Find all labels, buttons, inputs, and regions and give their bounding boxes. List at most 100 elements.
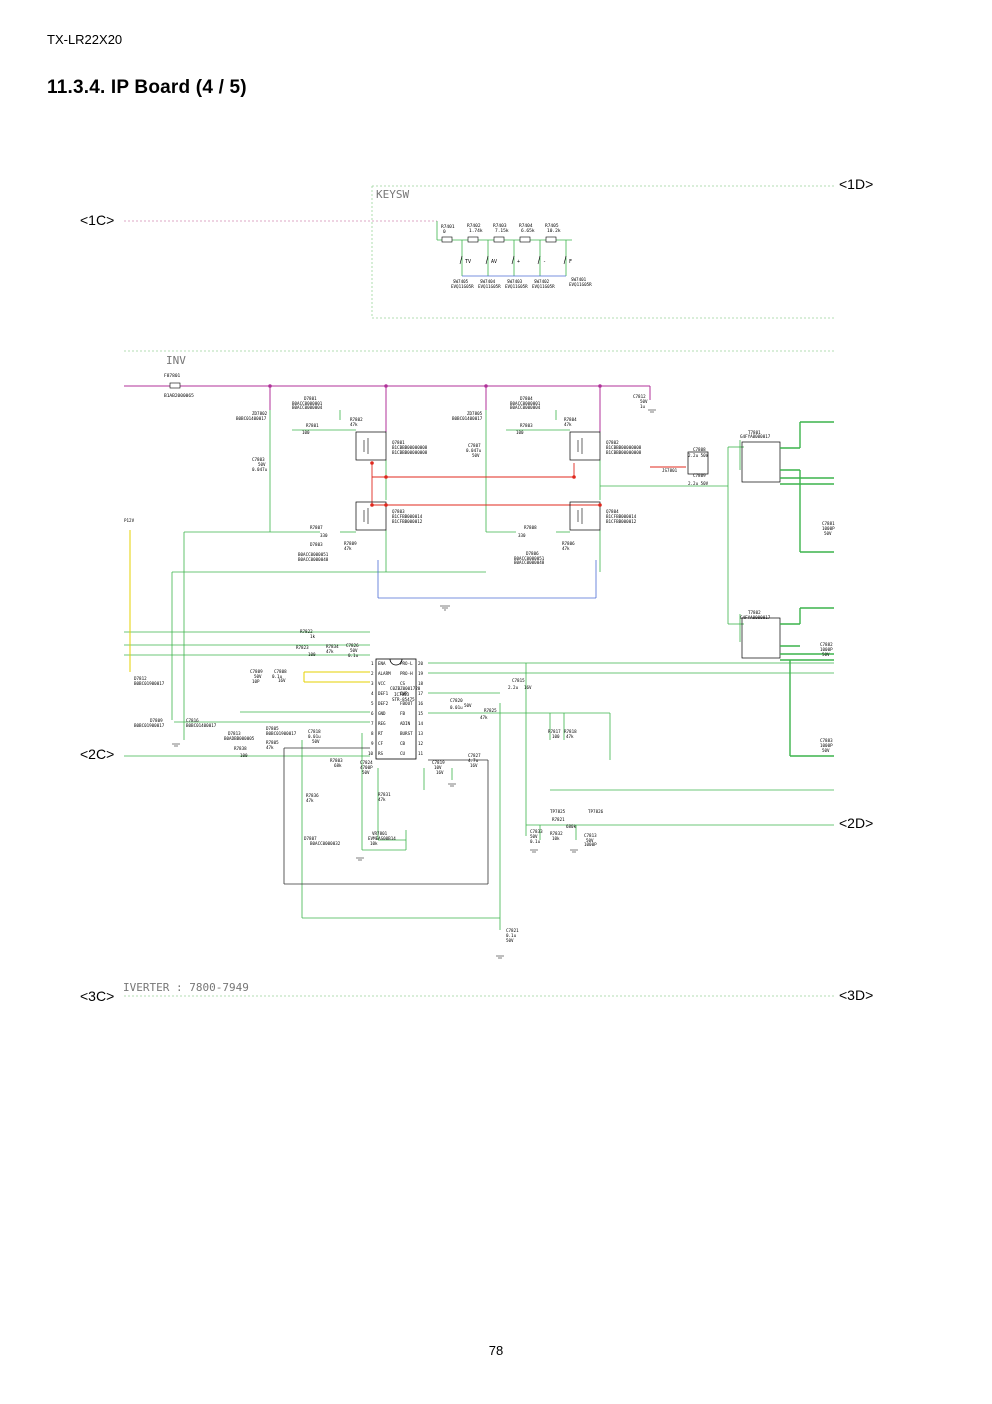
zone-marker-3d: <3D> [839,987,874,1003]
zone-marker-1c: <1C> [80,212,115,228]
r7803b-value: 68k [334,763,342,768]
sw7403-part: EVQ11G05R [505,284,528,289]
r7402-ref: R7402 [467,223,481,229]
switch-label-tv: TV [465,259,471,265]
c7813-value2: 50V [586,838,594,843]
js7801-ref: JS7801 [662,468,678,473]
c7833-ref: C7833 [530,829,543,834]
switch-label-minus: - [543,259,546,265]
page-title: 11.3.4. IP Board (4 / 5) [47,77,247,98]
r7803b-ref: R7803 [330,758,343,763]
sw7402-ref: SW7402 [534,279,550,284]
q7804-box [569,501,601,531]
q7804-part1: B1CFBB000014 [606,514,637,519]
r7817-value: 100 [552,734,560,739]
r7821-ref: R7821 [552,817,565,822]
r7804-ref: R7804 [564,417,577,422]
r7803-ref: R7803 [520,423,533,428]
zd7802-part: B0BC01400017 [236,416,267,421]
q7802-ref: Q7802 [606,440,619,445]
r7838-value: 100 [240,753,248,758]
c7827-value2: 16V [470,763,478,768]
r7809-value: 47k [344,546,352,551]
r7834-ref: R7834 [326,644,339,649]
tp7826-ref: TP7826 [588,809,604,814]
c7808-value: 2.2u 50V [688,453,709,458]
c7826-ref: C7826 [346,643,359,648]
q7803-part1: B1CFBB000014 [392,514,423,519]
c7883-ref: C7883 [820,738,833,743]
tp7825-ref: TP7825 [550,809,566,814]
sw7404-ref: SW7404 [480,279,496,284]
r7832-value: 10k [552,836,560,841]
ic-pin19: PRO-H [400,671,413,676]
c7807-value2: 50V [472,453,480,458]
q7803-box [355,501,387,531]
d7804-ref: D7804 [520,396,533,401]
r7805-value: 47k [266,745,274,750]
c7824-value: 4700P [360,765,373,770]
keysw-label: KEYSW [376,188,409,201]
d7803-part2: B0ACC0000048 [298,557,329,562]
d7803-part1: B0ACC0000051 [298,552,329,557]
ic-pin14: ADIN [400,721,411,726]
c7881-value2: 50V [824,531,832,536]
ic-num5: 5 [371,701,374,706]
sw7404-part: EVQ11G05R [478,284,501,289]
c7818-value2: 50V [312,739,320,744]
ic-num7: 7 [371,721,374,726]
c7882-value2: 50V [822,652,830,657]
zone-marker-3c: <3C> [80,988,115,1004]
fuse-f7801 [169,382,181,389]
r7806-value: 47k [562,546,570,551]
f7801-part: B1AB2000065 [164,393,194,399]
c7815-value2: 16V [524,685,532,690]
ic-pin3: VCC [378,681,386,686]
t7802-box [741,617,781,659]
c7812-value2: 1u [640,404,646,409]
c7824-value2: 50V [362,770,370,775]
c7809-ref: C7809 [693,473,706,478]
ic7803: C0ZBZ0001720 IC7803 STR-85475 ENA ALARM … [368,658,424,760]
c7808-box [687,451,709,475]
r7802-value: 47k [350,422,358,427]
r7405-ref: R7405 [545,223,559,229]
c7826-value2: 0.1u [348,653,359,658]
ic7803-part1: C0ZBZ0001720 [390,686,421,691]
t7801-box [741,441,781,483]
c7821-value2: 50V [506,938,514,943]
c7809b-ref: C7809 [250,669,263,674]
page-number: 78 [488,1343,504,1358]
c7813-ref: C7813 [584,833,597,838]
c7812-ref: C7812 [633,394,646,399]
c7820-ref: C7820 [450,698,463,703]
d7806-ref: D7806 [526,551,539,556]
r7817-ref: R7817 [548,729,561,734]
ic-num2: 2 [371,671,374,676]
r7807-value: 330 [320,533,328,538]
r7808-value: 330 [518,533,526,538]
r7821-value: 680k [566,824,577,829]
r7822-value: 1k [310,634,316,639]
r7838-ref: R7838 [234,746,247,751]
q7804-ref: Q7804 [606,509,619,514]
r7822-ref: R7822 [300,629,313,634]
ic-pin1: ENA [378,661,386,666]
c7819-ref: C7819 [432,760,445,765]
q7804-part2: B1CFBB000012 [606,519,637,524]
ic-num16: 16 [418,701,424,706]
c7819-value2: 16V [436,770,444,775]
d7806-part1: B0ACC0000051 [514,556,545,561]
q7802-part2: B1CBBB00000008 [606,450,642,455]
c7882-value: 1000P [820,647,833,652]
ic-num4: 4 [371,691,374,696]
r7808-ref: R7808 [524,525,537,530]
ic-num19: 19 [418,671,424,676]
ic-num9: 9 [371,741,374,746]
ic-pin11: CU [400,751,406,756]
keysw-section: KEYSW R7401 0 R7402 1.74k R7403 7.15k R7… [124,185,836,319]
c7813-value: 1000P [584,842,597,847]
zone-marker-1d: <1D> [839,176,874,192]
ic-pin15: FB [400,711,406,716]
